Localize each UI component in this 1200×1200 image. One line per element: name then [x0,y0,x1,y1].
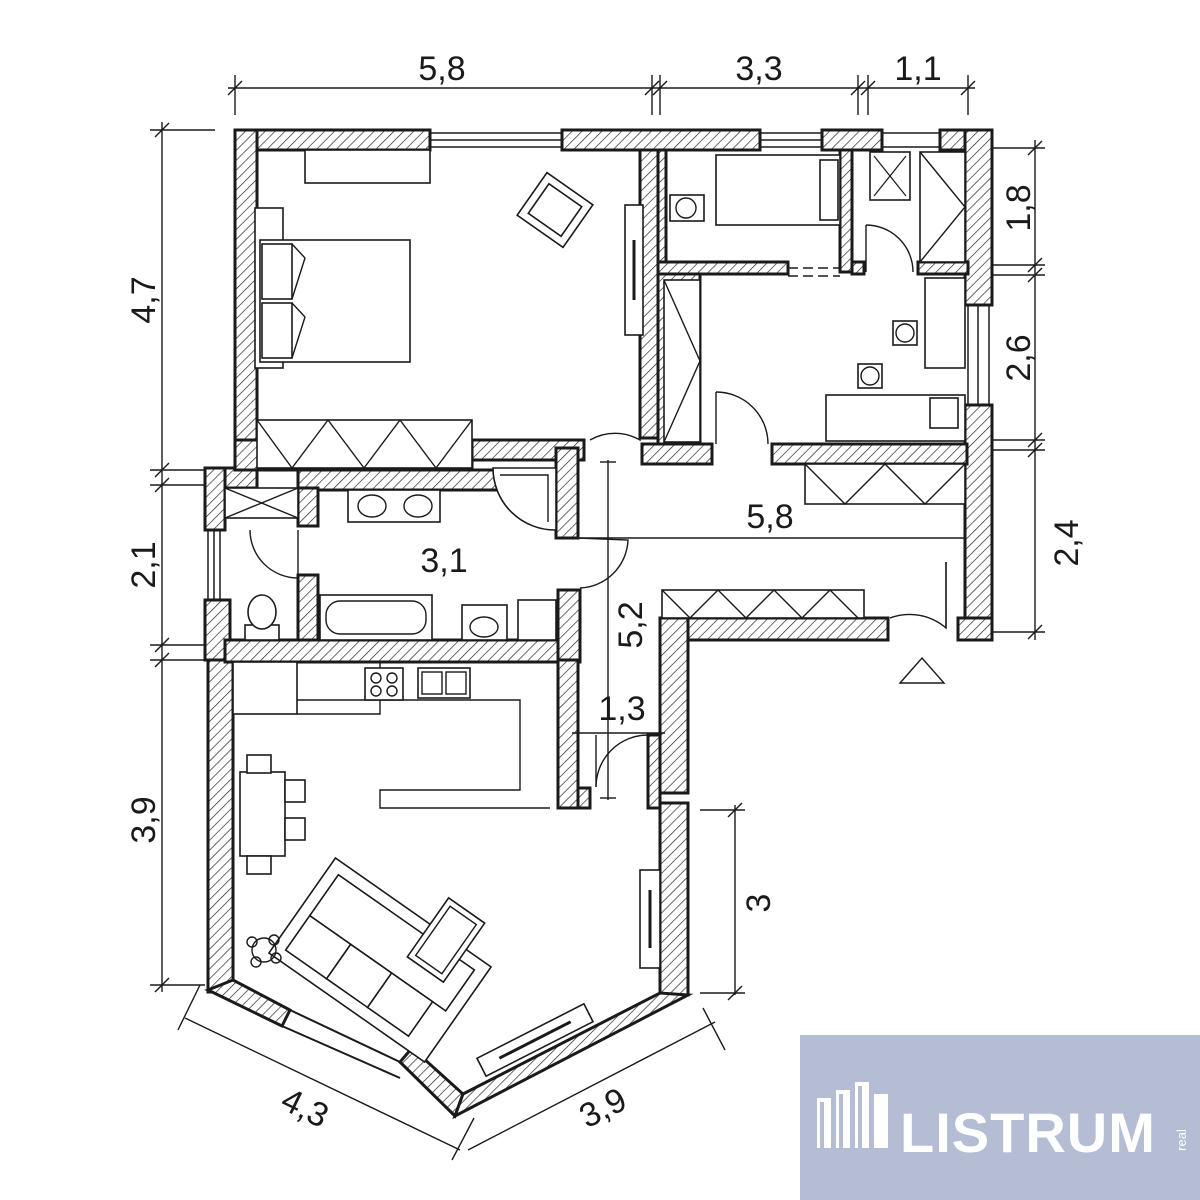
dim-left-living: 3,9 [125,796,163,843]
hall-furniture [661,463,966,684]
dim-living-right: 3 [740,894,778,913]
dim-corridor: 5,2 [612,601,650,648]
dim-bottom-right: 3,9 [573,1081,632,1136]
windows [207,132,990,600]
small-room-furniture [669,151,966,263]
kitchen-furniture [232,661,550,809]
dim-right-hall: 2,4 [1048,519,1086,566]
dim-left-bedroom: 4,7 [125,276,163,323]
bathroom-furniture [224,467,557,641]
dim-right-small-room: 1,8 [1000,184,1038,231]
office-furniture [663,277,966,443]
bedroom-furniture [254,149,644,470]
dim-top-right: 1,1 [894,50,941,88]
dimension-lines [150,75,1045,1161]
dim-right-office: 2,6 [1000,334,1038,381]
dim-top-mid: 3,3 [735,50,782,88]
logo: LISTRUM real [800,1035,1200,1200]
logo-name: LISTRUM [900,1101,1156,1164]
dim-kitchen-door: 1,3 [598,690,645,728]
dim-hall-length: 5,8 [746,498,793,536]
angled-walls [204,978,694,1120]
exterior-walls [203,128,994,997]
dim-left-bath: 2,1 [125,541,163,588]
dim-bottom-left: 4,3 [275,1081,334,1136]
logo-suffix: real [1174,1129,1189,1151]
doors [249,224,947,788]
living-furniture [239,754,661,1078]
logo-building-icon [817,1082,888,1148]
dim-bathroom: 3,1 [420,542,467,580]
dim-top-left: 5,8 [418,50,465,88]
